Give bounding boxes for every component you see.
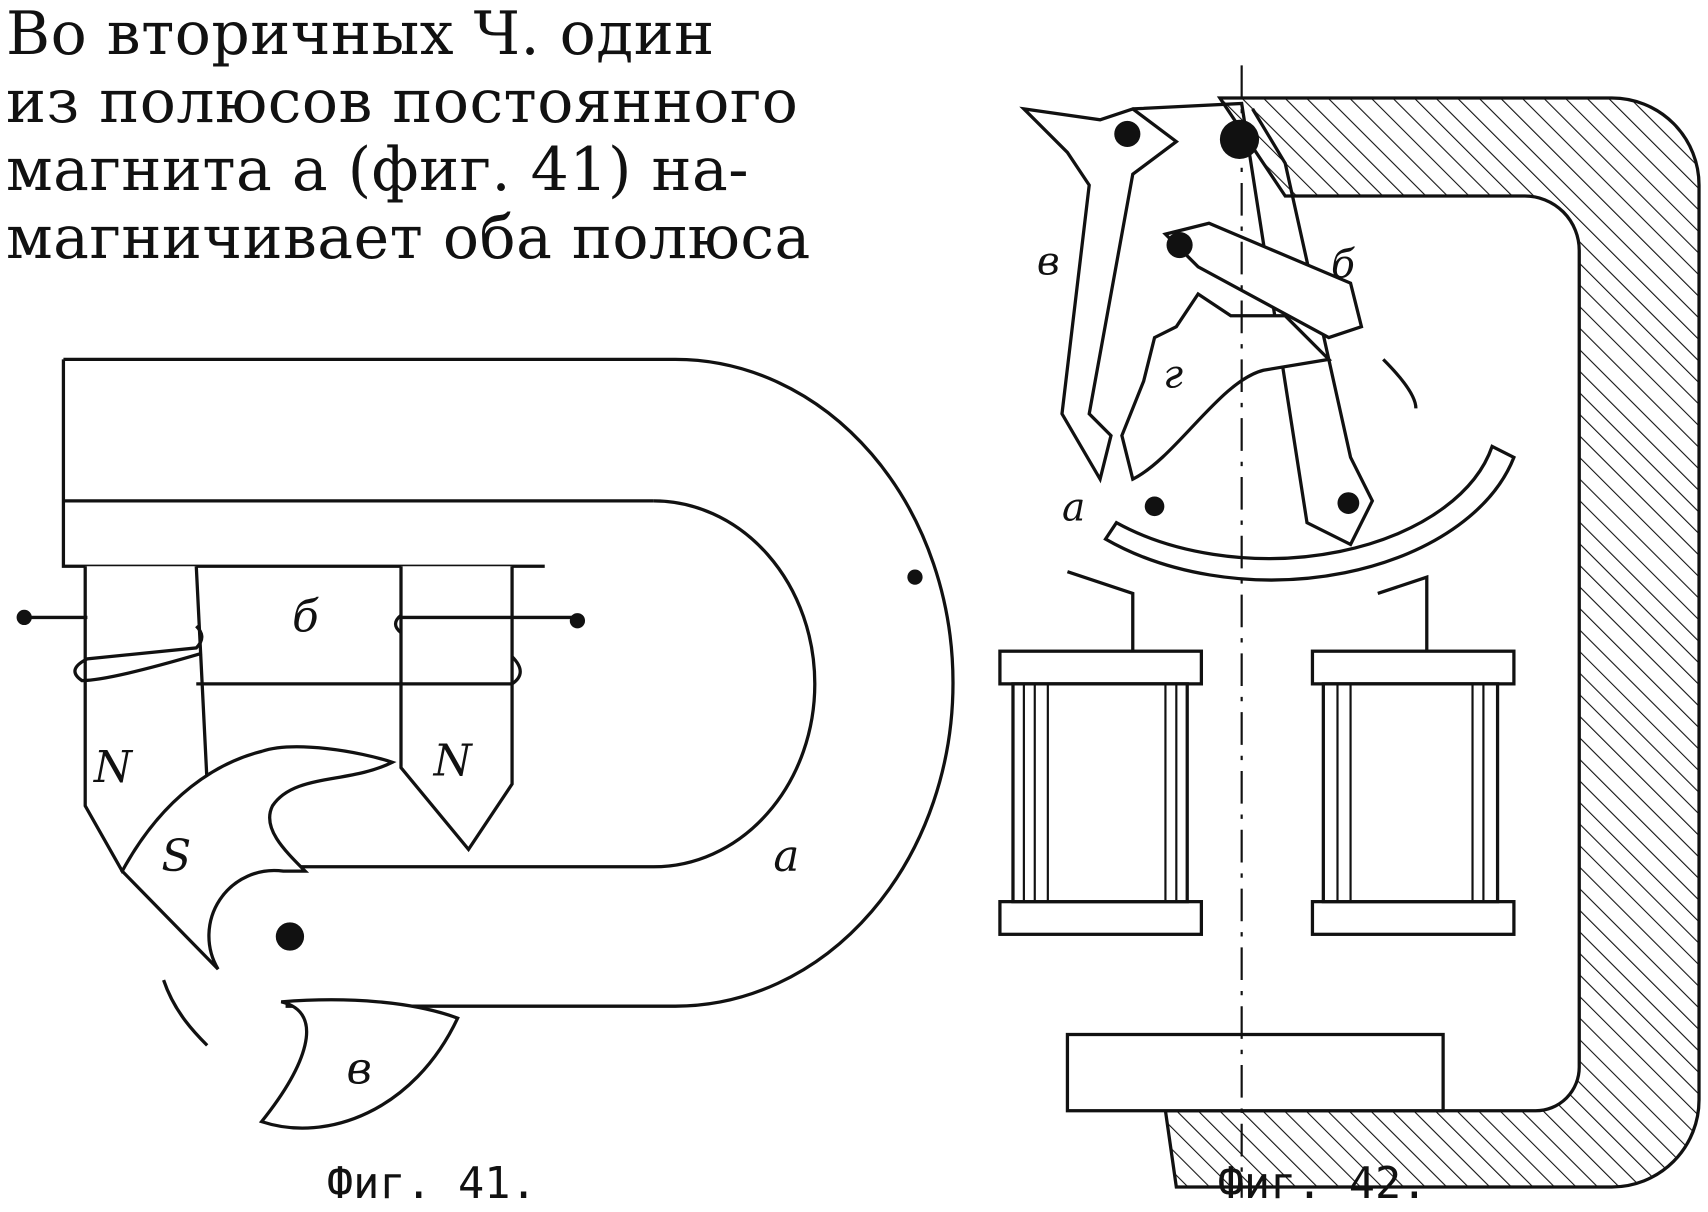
body-text: Во вторичных Ч. один из полюсов постоянн… <box>6 0 856 272</box>
text-line: из полюсов постоянного <box>6 67 799 137</box>
label-b: б <box>1331 243 1356 288</box>
dot <box>1337 492 1360 514</box>
label-v: в <box>1037 239 1060 284</box>
terminal-dot <box>16 609 32 626</box>
label-s: S <box>161 832 191 882</box>
pivot-dot <box>1114 120 1141 148</box>
label-a: a <box>1062 486 1085 531</box>
label-g: г <box>1163 353 1183 398</box>
dot <box>1144 496 1165 517</box>
text-line: магнита a (фиг. 41) на- <box>6 135 750 205</box>
label-b: б <box>292 593 319 643</box>
label-a: a <box>773 832 799 882</box>
figure-42-caption: Фиг. 42. <box>1218 1159 1428 1209</box>
label-n-left: N <box>93 743 134 793</box>
figure-41-magnet <box>24 357 955 1130</box>
text-line: магничивает оба полюса <box>6 203 811 273</box>
terminal-dot <box>569 613 586 629</box>
label-n-right: N <box>433 736 474 786</box>
dot <box>907 569 923 585</box>
text-line: Во вторичных Ч. один <box>6 0 715 69</box>
pivot-dot <box>1219 119 1260 159</box>
figure-42-mechanism <box>998 65 1701 1198</box>
figure-41-caption: Фиг. 41. <box>327 1159 537 1209</box>
label-v: в <box>347 1045 372 1095</box>
pivot-dot <box>275 922 305 951</box>
pivot-dot <box>1166 231 1193 259</box>
